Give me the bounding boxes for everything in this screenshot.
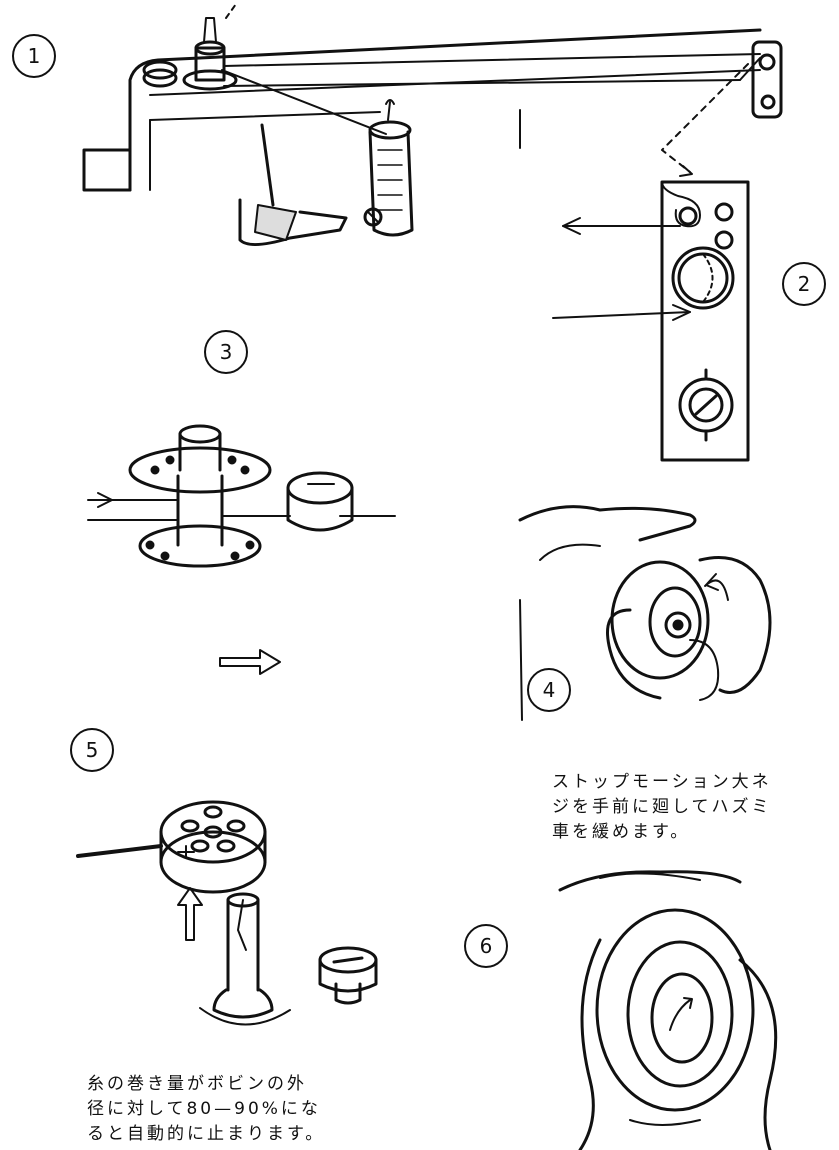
- bobbin-winder-illustration: [87, 424, 396, 675]
- step-5-caption: 糸の巻き量がボビンの外 径に対して80—90%にな ると自動的に止まります。: [87, 1072, 325, 1147]
- step-4-marker: 4: [527, 668, 571, 712]
- thread-guide-plate-illustration: [552, 180, 750, 462]
- step-1-marker: 1: [12, 34, 56, 78]
- step-5-number: 5: [85, 738, 99, 762]
- step-4-number: 4: [542, 678, 556, 702]
- wound-bobbin-illustration: [76, 800, 378, 1026]
- step-6-number: 6: [479, 934, 493, 958]
- step-5-caption-line-2: 径に対して80—90%にな: [87, 1099, 321, 1119]
- step-6-marker: 6: [464, 924, 508, 968]
- step-5-caption-line-3: ると自動的に止まります。: [87, 1124, 326, 1144]
- step-5-marker: 5: [70, 728, 114, 772]
- step-4-caption-line-3: 車を緩めます。: [552, 822, 691, 842]
- step-5-caption-line-1: 糸の巻き量がボビンの外: [87, 1074, 307, 1094]
- step-3-number: 3: [219, 340, 233, 364]
- step-4-caption-line-2: ジを手前に廻してハズミ: [552, 797, 772, 817]
- step-4-caption-line-1: ストップモーション大ネ: [552, 772, 772, 792]
- step-4-caption: ストップモーション大ネ ジを手前に廻してハズミ 車を緩めます。: [552, 770, 772, 845]
- step-3-marker: 3: [204, 330, 248, 374]
- step-2-number: 2: [797, 272, 811, 296]
- step-2-marker: 2: [782, 262, 826, 306]
- step-1-number: 1: [27, 44, 41, 68]
- hand-holding-knob-illustration: [558, 870, 778, 1150]
- hand-turning-knob-illustration: [518, 505, 772, 721]
- machine-arm-illustration: [82, 3, 783, 246]
